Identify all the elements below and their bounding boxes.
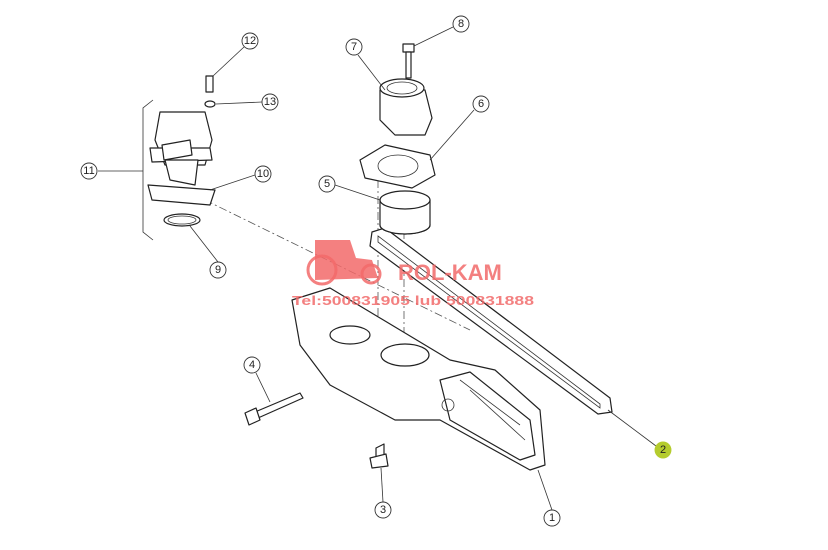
washer-part-13[interactable] <box>204 100 216 108</box>
gasket-part-6[interactable] <box>359 144 436 189</box>
callout-8[interactable]: 8 <box>452 15 470 33</box>
callout-12[interactable]: 12 <box>241 32 259 50</box>
watermark-brand: ROL-KAM <box>398 260 502 285</box>
thermostat-assembly-part-11[interactable] <box>142 99 216 241</box>
callout-label: 13 <box>264 96 276 108</box>
bolt-part-3[interactable] <box>369 443 389 469</box>
callout-label: 5 <box>324 178 330 190</box>
callout-6[interactable]: 6 <box>472 95 490 113</box>
callout-label: 1 <box>549 512 555 524</box>
callout-4[interactable]: 4 <box>243 356 261 374</box>
screw-part-12[interactable] <box>205 75 214 93</box>
callout-10[interactable]: 10 <box>254 165 272 183</box>
callout-label: 6 <box>478 98 484 110</box>
callout-13[interactable]: 13 <box>261 93 279 111</box>
callout-7[interactable]: 7 <box>345 38 363 56</box>
bolt-part-4[interactable] <box>244 392 304 426</box>
callout-label: 12 <box>244 35 256 47</box>
watermark-logo: ROL-KAM Tel:500831905 lub 500831888 <box>292 240 534 308</box>
bolt-part-8[interactable] <box>402 43 415 79</box>
callout-label: 2 <box>660 444 666 456</box>
callout-label: 7 <box>351 41 357 53</box>
callout-label: 3 <box>380 504 386 516</box>
callout-9[interactable]: 9 <box>209 261 227 279</box>
callout-label: 9 <box>215 264 221 276</box>
housing-part-1[interactable] <box>291 287 546 471</box>
callout-label: 4 <box>249 359 255 371</box>
leader-lines <box>98 26 657 511</box>
callout-label: 10 <box>257 168 269 180</box>
outlet-part-7[interactable] <box>379 78 433 136</box>
callout-label: 8 <box>458 18 464 30</box>
callout-1[interactable]: 1 <box>543 509 561 527</box>
callout-3[interactable]: 3 <box>374 501 392 519</box>
watermark-phone: Tel:500831905 lub 500831888 <box>292 293 534 308</box>
sleeve-part-5[interactable] <box>379 190 431 235</box>
callout-2[interactable]: 2 <box>654 441 672 459</box>
callout-label: 11 <box>83 165 94 177</box>
callout-5[interactable]: 5 <box>318 175 336 193</box>
callout-11[interactable]: 11 <box>80 162 98 180</box>
